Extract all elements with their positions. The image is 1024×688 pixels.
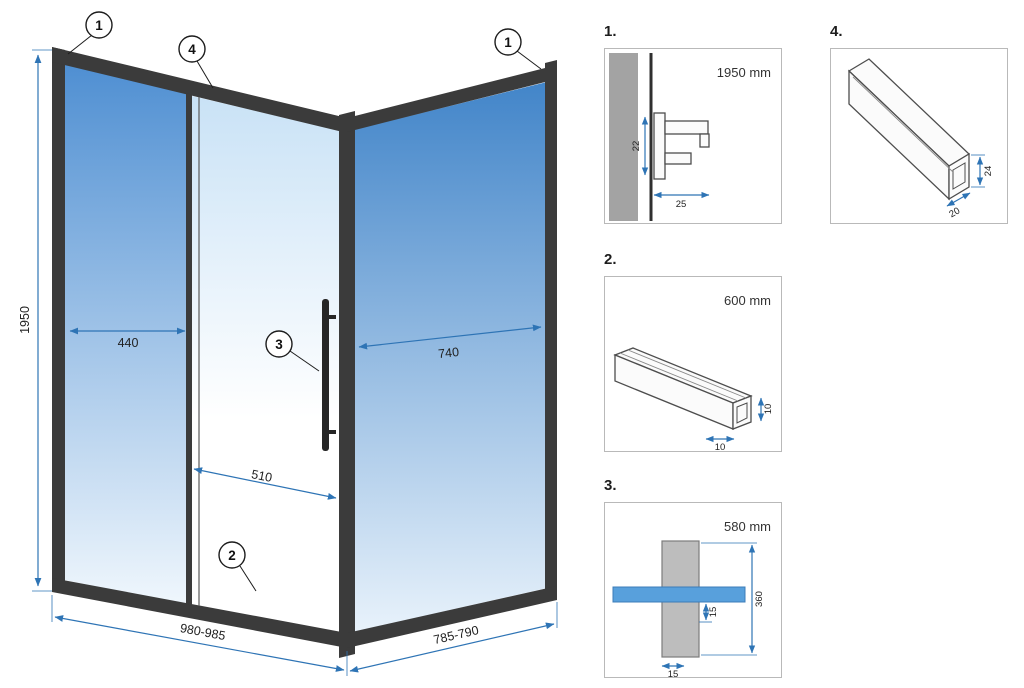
detail-3-length-label: 580 mm bbox=[724, 519, 771, 534]
top-rail-profile-section bbox=[847, 58, 971, 201]
detail-panel-4: 4. 24 20 bbox=[830, 22, 1012, 224]
callout-1-right-label: 1 bbox=[504, 35, 512, 50]
detail-2-number: 2. bbox=[604, 251, 617, 268]
door-handle bbox=[322, 299, 336, 451]
detail-1-dim-width: 25 bbox=[676, 199, 687, 210]
detail-1-box: 1950 mm 22 25 bbox=[604, 48, 782, 224]
detail-4-box: 24 20 bbox=[830, 48, 1008, 224]
fixed-panel-glass bbox=[65, 64, 192, 606]
detail-2-length-label: 600 mm bbox=[724, 293, 771, 308]
callout-1-left: 1 bbox=[67, 11, 113, 55]
callout-2-label: 2 bbox=[228, 548, 236, 563]
detail-3-dim-spacing: 360 bbox=[754, 591, 765, 607]
handle-section-drawing: 580 mm 360 15 15 bbox=[612, 519, 771, 680]
left-wall-profile bbox=[52, 47, 65, 594]
callout-4-label: 4 bbox=[188, 42, 196, 57]
dim-fixed-panel-label: 440 bbox=[118, 336, 139, 350]
dim-height-1950: 1950 bbox=[18, 49, 52, 592]
detail-panel-2: 2. 600 mm 10 bbox=[604, 250, 786, 453]
bottom-rail-profile-drawing: 600 mm 10 10 bbox=[613, 293, 774, 453]
detail-4-dim-height: 24 bbox=[983, 166, 994, 177]
wall-profile-section bbox=[653, 112, 710, 180]
top-rail-profile-drawing: 24 20 bbox=[847, 58, 994, 220]
dim-front-width-label: 980-985 bbox=[179, 621, 227, 643]
side-top-rail bbox=[347, 65, 557, 132]
dim-side-panel-label: 740 bbox=[437, 345, 459, 361]
detail-3-box: 580 mm 360 15 15 bbox=[604, 502, 782, 680]
detail-panel-3: 3. 580 mm 360 15 15 bbox=[604, 476, 786, 680]
callout-3: 3 bbox=[265, 330, 320, 372]
detail-2-dim-width: 10 bbox=[715, 442, 726, 453]
detail-3-dim-offset: 15 bbox=[708, 607, 719, 618]
detail-1-dim-height: 22 bbox=[631, 141, 642, 152]
door-divider-profile bbox=[186, 93, 192, 606]
detail-4-number: 4. bbox=[830, 23, 843, 40]
detail-3-number: 3. bbox=[604, 477, 617, 494]
detail-2-box: 600 mm 10 10 bbox=[604, 276, 782, 453]
callout-3-label: 3 bbox=[275, 337, 283, 352]
dim-side-panel-740: 740 bbox=[358, 324, 542, 361]
wall-profile-drawing: 1950 mm 22 25 bbox=[609, 53, 771, 221]
callout-1-left-label: 1 bbox=[95, 18, 103, 33]
detail-4-dim-width: 20 bbox=[947, 205, 962, 220]
corner-post bbox=[339, 111, 355, 658]
shower-enclosure-drawing: 1950 440 740 510 980-985 785-790 bbox=[18, 11, 558, 676]
detail-2-dim-height: 10 bbox=[763, 404, 774, 415]
sliding-door-glass bbox=[192, 96, 341, 633]
detail-1-length-label: 1950 mm bbox=[717, 65, 771, 80]
callout-4: 4 bbox=[178, 35, 214, 89]
glass-panel-bar bbox=[612, 586, 746, 603]
callout-1-right: 1 bbox=[494, 28, 542, 70]
front-top-rail bbox=[52, 47, 347, 133]
side-panel-glass bbox=[353, 82, 547, 632]
dim-fixed-panel-440: 440 bbox=[69, 327, 186, 350]
dim-door-510: 510 bbox=[193, 467, 337, 500]
detail-1-number: 1. bbox=[604, 23, 617, 40]
right-wall-profile bbox=[545, 60, 557, 601]
wall-section bbox=[609, 53, 638, 221]
bottom-rail-profile-section bbox=[613, 347, 753, 430]
detail-panel-1: 1. 1950 mm 22 bbox=[604, 22, 786, 224]
callout-2: 2 bbox=[218, 541, 257, 592]
detail-3-dim-width: 15 bbox=[668, 669, 679, 679]
dim-height-label: 1950 bbox=[18, 306, 32, 334]
dim-door-label: 510 bbox=[250, 467, 273, 485]
